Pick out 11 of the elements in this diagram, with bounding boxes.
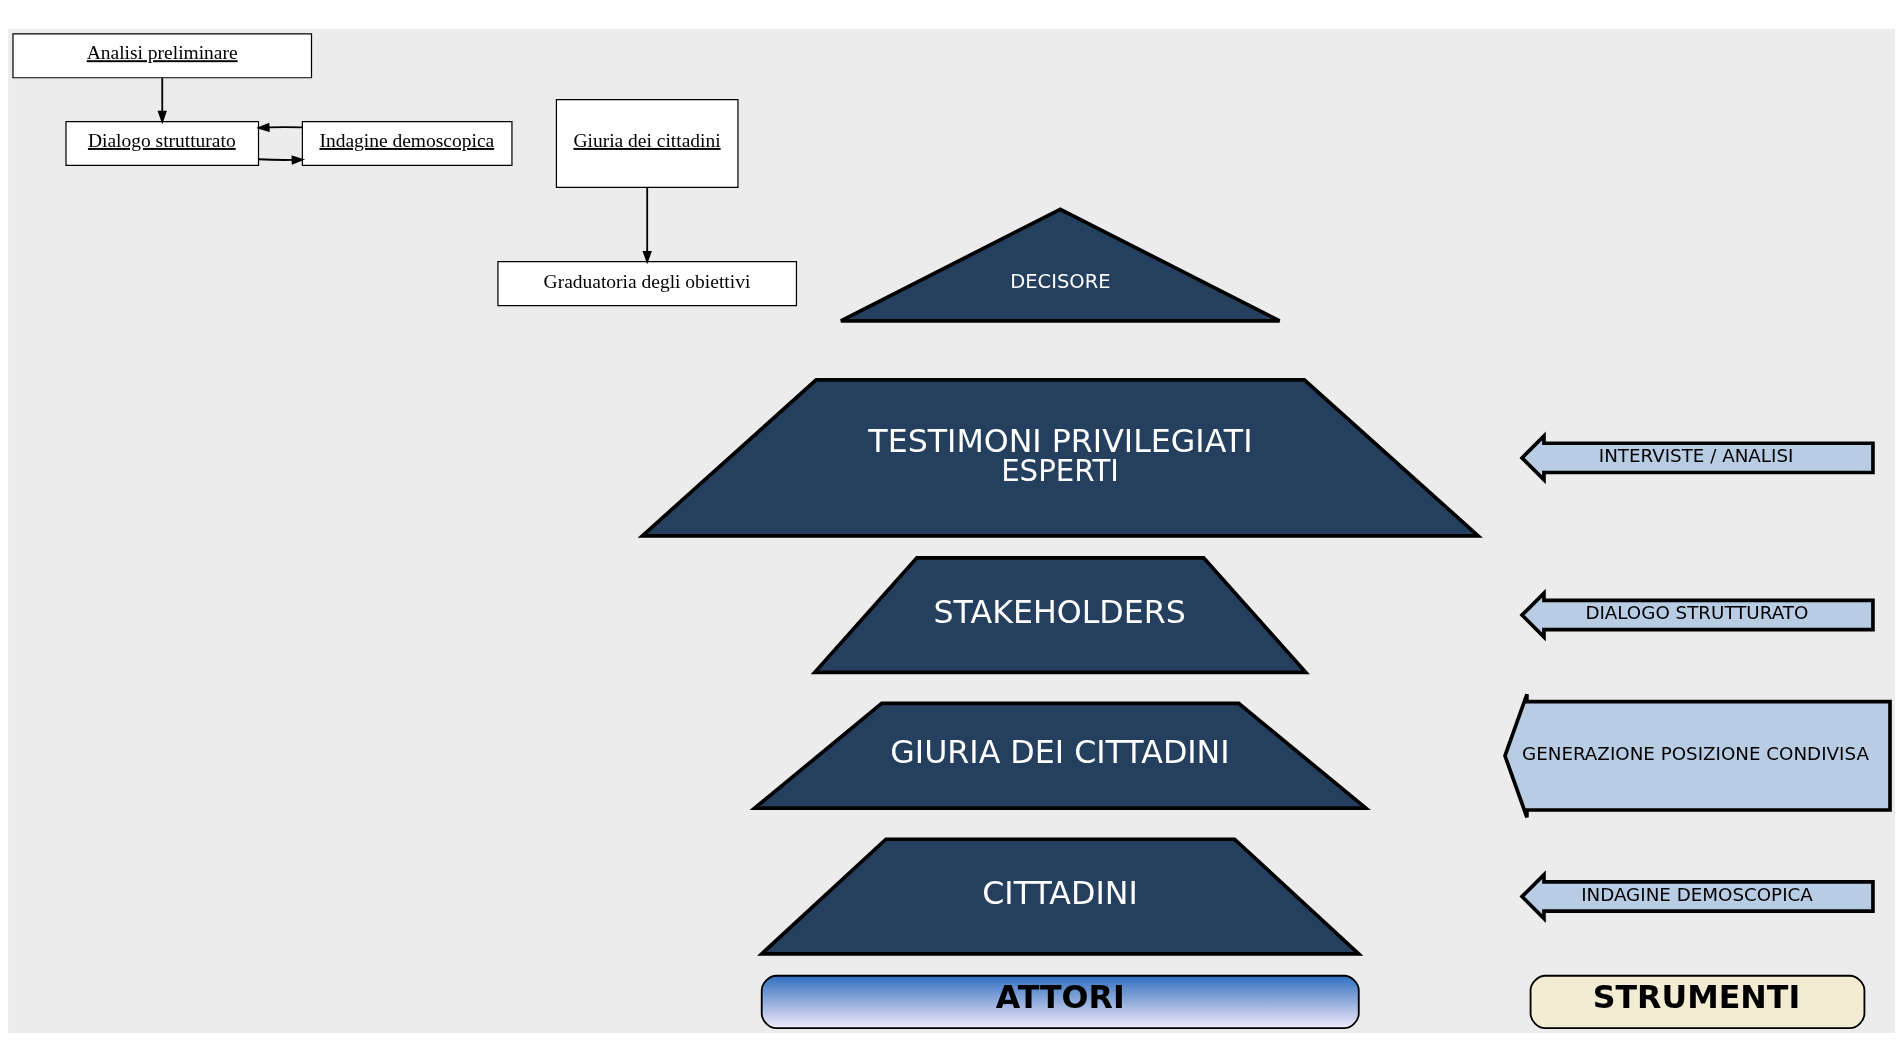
- node-box: Analisi preliminare: [12, 33, 313, 79]
- node-box: Graduatoria degli obiettivi: [497, 261, 798, 307]
- arrow: [256, 122, 304, 133]
- arrow: [257, 155, 306, 165]
- node-box: ATTORI: [760, 974, 1360, 1030]
- node-box: Giuria dei cittadini: [555, 99, 739, 188]
- node-box: Indagine demoscopica: [301, 121, 513, 167]
- node-box: STRUMENTI: [1529, 974, 1866, 1030]
- arrow: [157, 77, 167, 125]
- arrow: [642, 186, 652, 265]
- node-box: Dialogo strutturato: [65, 121, 260, 167]
